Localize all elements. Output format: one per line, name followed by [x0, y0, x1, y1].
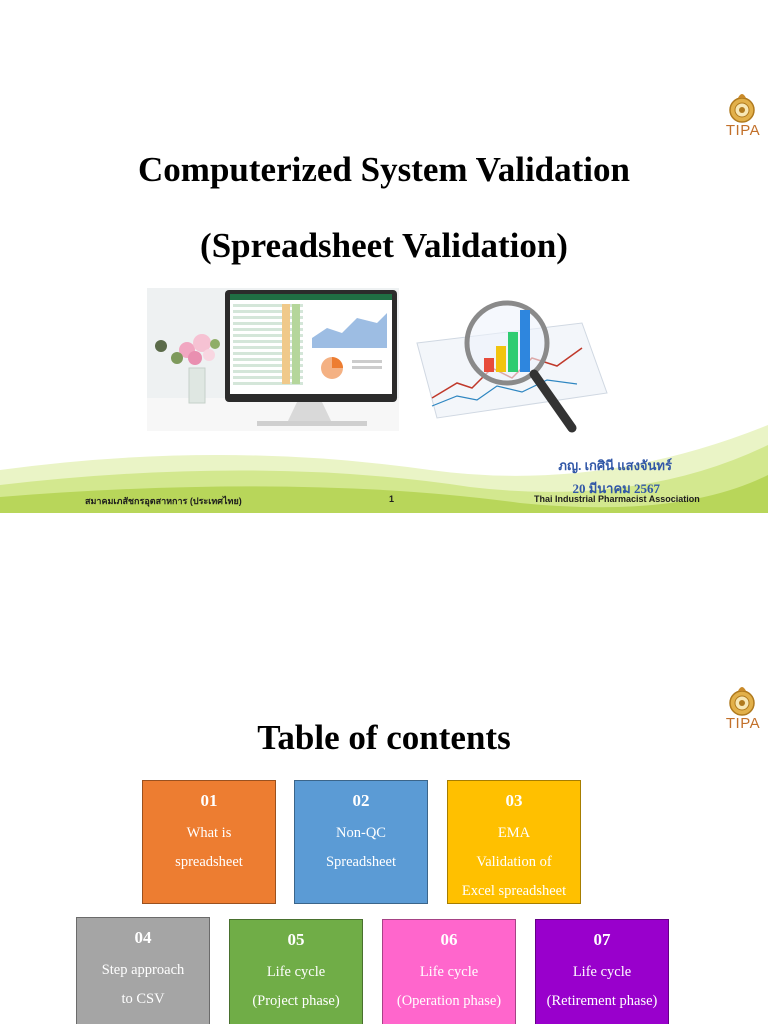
toc-item-label-line: What is	[186, 825, 232, 841]
toc-item-number: 05	[287, 930, 305, 949]
toc-item-number: 02	[352, 791, 370, 810]
tipa-logo: TIPA	[720, 683, 766, 739]
magnifier-chart-photo	[412, 288, 612, 438]
toc-item-label-line: (Operation phase)	[396, 993, 502, 1009]
slide-title-line-1: Computerized System Validation	[138, 150, 630, 189]
computer-spreadsheet-photo	[147, 288, 399, 431]
toc-item-number: 03	[505, 791, 523, 810]
toc-item-label-line: Validation of	[476, 854, 552, 870]
green-swoosh-decoration	[0, 425, 768, 513]
toc-item-label-line: Non-QC	[336, 825, 386, 841]
toc-item-number: 07	[593, 930, 611, 949]
footer-association-english: Thai Industrial Pharmacist Association	[534, 494, 700, 504]
slide-title-line-2: (Spreadsheet Validation)	[200, 226, 568, 265]
tipa-emblem-icon	[729, 94, 755, 123]
logo-text: TIPA	[725, 122, 761, 139]
toc-title: Table of contents	[257, 718, 511, 757]
toc-item-label-line: Life cycle	[419, 964, 479, 980]
author-name: ภญ. เกศินี แสงจันทร์	[558, 458, 672, 473]
title-slide: TIPA Computerized System Validation (Spr…	[0, 90, 768, 513]
presentation-date: 20 มีนาคม 2567	[572, 481, 660, 496]
toc-item-label-line: Life cycle	[572, 964, 632, 980]
footer-association-thai: สมาคมเภสัชกรอุตสาหการ (ประเทศไทย)	[85, 496, 242, 506]
toc-item-number: 04	[134, 928, 152, 947]
toc-item-label-line: (Retirement phase)	[546, 993, 658, 1009]
toc-item-label-line: Step approach	[101, 962, 185, 978]
tipa-logo: TIPA	[720, 90, 766, 146]
toc-item-label-line: (Project phase)	[252, 993, 340, 1009]
footer-page-number: 1	[389, 494, 395, 504]
logo-text: TIPA	[725, 715, 761, 732]
toc-item-label-line: Excel spreadsheet	[461, 883, 567, 899]
toc-item-label-line: Life cycle	[266, 964, 326, 980]
toc-item-label-line: EMA	[497, 825, 531, 841]
toc-item-number: 06	[440, 930, 458, 949]
toc-item-number: 01	[200, 791, 218, 810]
tipa-emblem-icon	[729, 687, 755, 716]
toc-item-label-line: Spreadsheet	[325, 854, 397, 870]
toc-item-label-line: spreadsheet	[175, 854, 243, 870]
toc-item-label-line: to CSV	[121, 991, 165, 1007]
